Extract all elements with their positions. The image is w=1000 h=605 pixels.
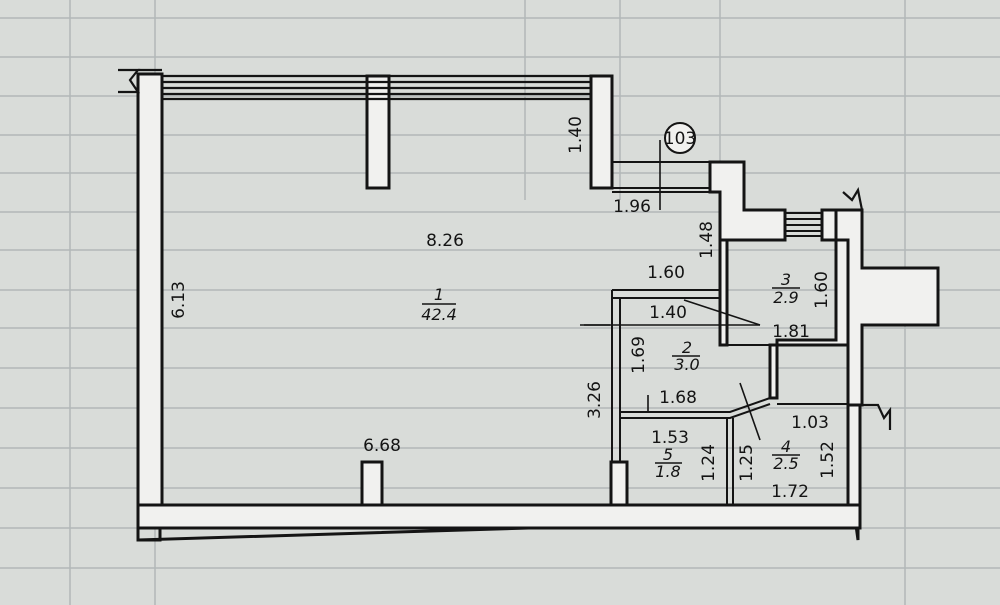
dim-room5-top: 1.68 bbox=[659, 388, 697, 408]
dim-room5-width: 1.53 bbox=[651, 428, 689, 448]
room-area: 2.5 bbox=[773, 454, 798, 473]
dim-room4-height: 1.52 bbox=[818, 441, 838, 479]
room-number: 1 bbox=[434, 285, 444, 304]
dim-main-width-top: 8.26 bbox=[426, 231, 464, 251]
room-number: 4 bbox=[781, 437, 791, 456]
outer-wall-bottom bbox=[136, 503, 862, 530]
dim-hall-height: 3.26 bbox=[585, 381, 605, 419]
dimension-labels: 8.26 6.68 6.13 1.40 1.96 1.48 1.60 1.40 … bbox=[169, 116, 838, 502]
dim-room4-width-top: 1.03 bbox=[791, 413, 829, 433]
break-lines bbox=[118, 68, 892, 430]
dim-main-width-bottom: 6.68 bbox=[363, 436, 401, 456]
dim-corridor-b: 1.60 bbox=[647, 263, 685, 283]
room-number: 2 bbox=[682, 338, 692, 357]
dim-room2-width: 1.40 bbox=[649, 303, 687, 323]
outer-wall-right-lower bbox=[846, 403, 862, 507]
callout-marker-label: 103 bbox=[664, 129, 696, 149]
dim-main-height: 6.13 bbox=[169, 281, 189, 319]
outer-wall-left bbox=[136, 72, 164, 507]
dim-room3-height: 1.60 bbox=[812, 271, 832, 309]
callout-marker-103: 103 bbox=[664, 122, 696, 154]
wall-pier-hall bbox=[609, 460, 629, 507]
room-area: 2.9 bbox=[773, 288, 798, 307]
dim-room4-width-bottom: 1.72 bbox=[771, 482, 809, 502]
window-pier-right bbox=[589, 74, 614, 190]
room-label-4: 4 2.5 bbox=[772, 437, 800, 473]
room-label-1: 1 42.4 bbox=[421, 285, 457, 324]
wall-room3-left bbox=[718, 238, 729, 347]
room-label-3: 3 2.9 bbox=[772, 270, 800, 307]
room-number: 3 bbox=[781, 270, 791, 289]
outer-wall-bottom-end bbox=[136, 528, 162, 542]
dim-room3-width: 1.81 bbox=[772, 322, 810, 342]
window-balcony bbox=[785, 212, 822, 237]
window-pier-left bbox=[365, 74, 391, 190]
dim-room5-height: 1.24 bbox=[699, 444, 719, 482]
room-label-5: 5 1.8 bbox=[655, 445, 682, 481]
dimension-lines bbox=[580, 140, 761, 441]
stepped-wall bbox=[708, 160, 787, 242]
room-area: 42.4 bbox=[421, 305, 457, 324]
dim-room2-height: 1.69 bbox=[629, 336, 649, 374]
dim-window-wall: 1.40 bbox=[566, 116, 586, 154]
dim-room4-door: 1.25 bbox=[737, 444, 757, 482]
room-label-2: 2 3.0 bbox=[672, 338, 700, 374]
dim-marker-width: 1.96 bbox=[613, 197, 651, 217]
partitions bbox=[611, 140, 848, 505]
room-area: 3.0 bbox=[674, 355, 699, 374]
window-top bbox=[162, 74, 591, 101]
wall-stub-bottom bbox=[360, 460, 384, 507]
outer-wall-right-upper bbox=[834, 208, 940, 407]
dim-corridor-a: 1.48 bbox=[697, 221, 717, 259]
room-area: 1.8 bbox=[655, 462, 680, 481]
room-number: 5 bbox=[663, 445, 673, 464]
wall-room2-right bbox=[768, 343, 779, 400]
walls bbox=[136, 72, 940, 542]
